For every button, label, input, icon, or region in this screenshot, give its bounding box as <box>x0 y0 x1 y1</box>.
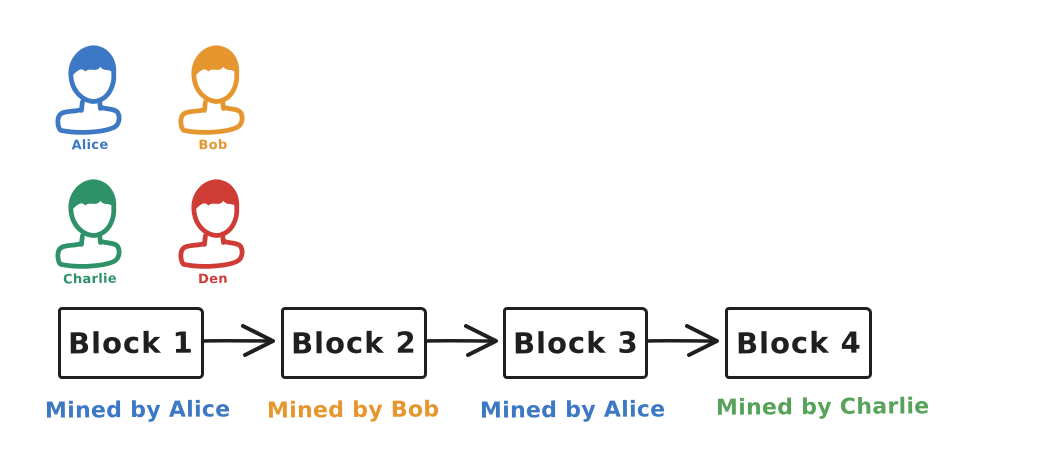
block-3: Block 3 <box>503 307 648 379</box>
block-4: Block 4 <box>725 307 872 379</box>
person-alice: Alice <box>50 42 130 153</box>
miner-caption-4: Mined by Charlie <box>715 394 930 421</box>
miner-caption-3: Mined by Alice <box>479 397 666 424</box>
block-label: Block 4 <box>735 325 862 361</box>
person-name-label: Bob <box>198 137 228 154</box>
person-charlie: Charlie <box>50 176 130 287</box>
person-bust-icon <box>175 42 251 137</box>
person-name-label: Alice <box>71 137 109 154</box>
person-name-label: Den <box>197 271 229 288</box>
block-label: Block 1 <box>68 325 194 361</box>
block-2: Block 2 <box>281 307 427 379</box>
arrow-right-icon <box>425 321 501 361</box>
arrow-right-icon <box>646 321 722 361</box>
person-bob: Bob <box>173 42 253 153</box>
block-label: Block 2 <box>291 325 417 361</box>
person-bust-icon <box>52 42 128 137</box>
miner-caption-2: Mined by Bob <box>266 397 440 424</box>
block-label: Block 3 <box>512 325 639 361</box>
person-name-label: Charlie <box>62 271 118 288</box>
person-den: Den <box>173 176 253 287</box>
block-1: Block 1 <box>58 307 204 379</box>
person-bust-icon <box>175 176 251 271</box>
arrow-right-icon <box>202 321 278 361</box>
person-bust-icon <box>52 176 128 271</box>
miner-caption-1: Mined by Alice <box>44 397 231 424</box>
